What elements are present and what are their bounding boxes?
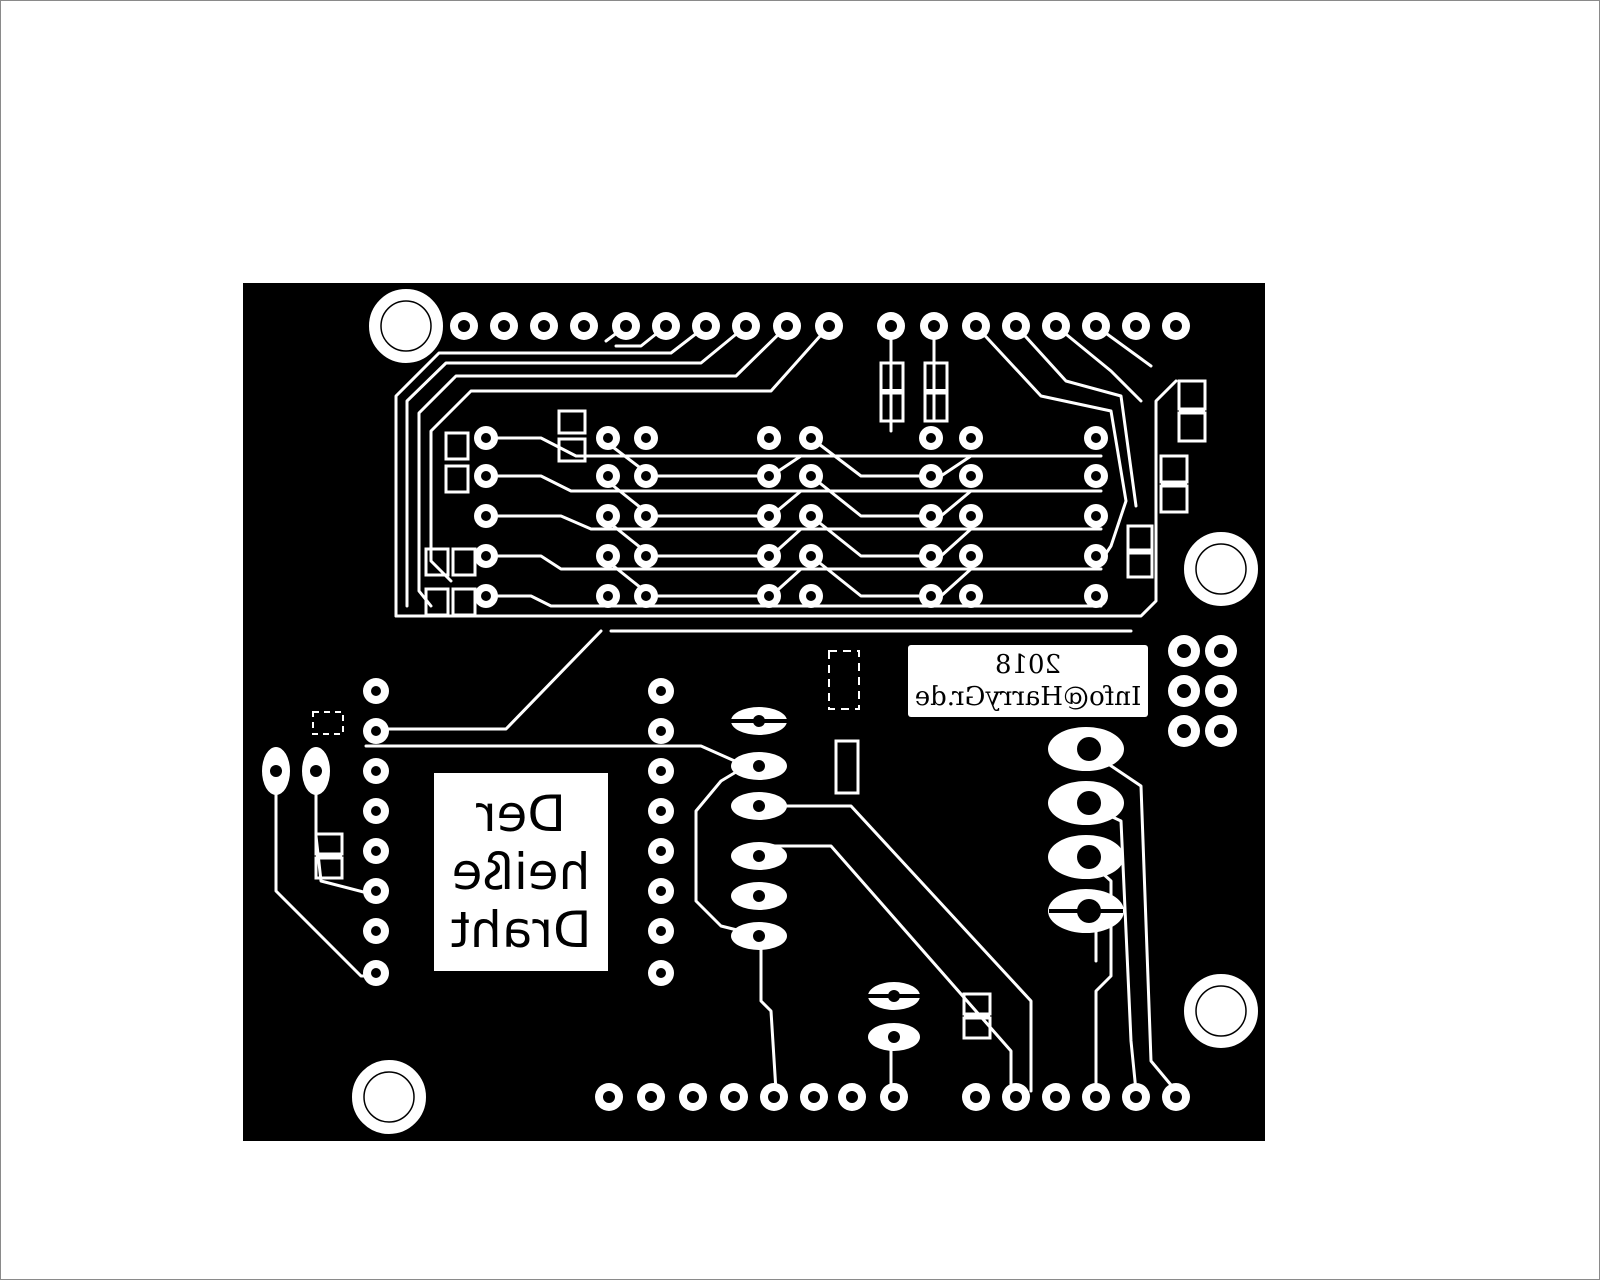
smd-pad-icon	[1126, 551, 1154, 579]
smd-pad-icon	[444, 464, 470, 494]
smd-pad-icon	[424, 547, 450, 577]
credit-year: 2018	[994, 650, 1062, 680]
smd-pad-icon	[451, 587, 477, 617]
smd-pad-icon	[557, 409, 587, 435]
traces	[274, 324, 1178, 1093]
title-line-2: heiße	[451, 843, 591, 901]
title-line-1: Der	[476, 785, 566, 843]
mounting-hole-icon	[1182, 530, 1260, 608]
footprint-outline	[312, 711, 344, 735]
mounting-hole-icon	[367, 287, 445, 365]
smd-pad-icon	[557, 437, 587, 463]
mounting-holes	[350, 287, 1260, 1136]
board-title-label: Der heiße Draht	[434, 773, 608, 971]
smd-pad-icon	[1126, 524, 1154, 552]
smd-pad-icon	[424, 587, 450, 617]
mounting-hole-icon	[1182, 972, 1260, 1050]
footprint-outline	[828, 650, 860, 710]
smd-pad-icon	[834, 739, 860, 795]
credit-email: Info@HarryGr.de	[914, 682, 1142, 712]
title-line-3: Draht	[450, 901, 592, 959]
credit-label: 2018 Info@HarryGr.de	[908, 645, 1148, 717]
smd-pad-icon	[451, 547, 477, 577]
mounting-hole-icon	[350, 1058, 428, 1136]
smd-pad-icon	[444, 431, 470, 461]
